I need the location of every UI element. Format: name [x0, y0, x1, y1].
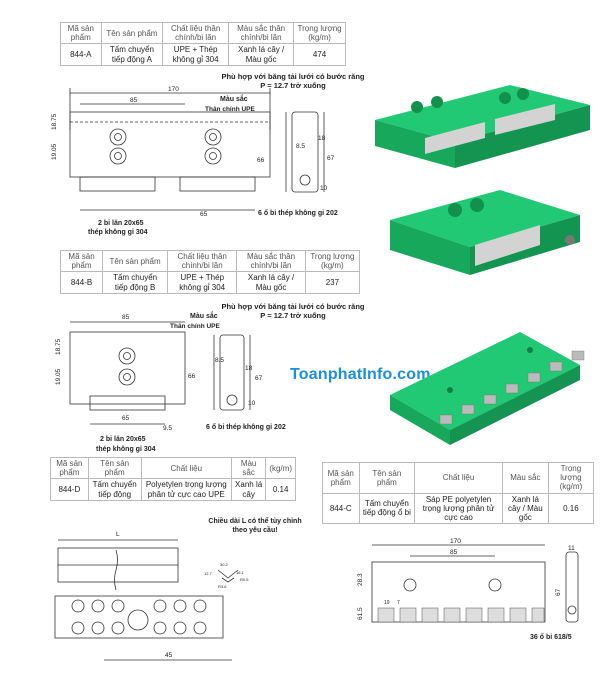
length-text-2: theo yêu cầu! — [232, 526, 278, 534]
table-cell: Xanh lá cây / Màu gốc — [228, 43, 295, 66]
dim-height: 66 — [257, 157, 265, 164]
fit-note-a: Phù hợp với băng tải lưới có bước răng P… — [218, 72, 368, 91]
dim-gap: 9.5 — [163, 425, 172, 432]
dim-h1: 19.05 — [55, 368, 62, 385]
roller-material-a: thép không gỉ 304 — [88, 229, 148, 236]
color-label-b: Màu sắc — [190, 313, 218, 320]
dim-side-h: 67 — [555, 588, 562, 596]
col-header: Trọng lượng (kg/m) — [547, 462, 595, 494]
dim-side-d: 18 — [245, 365, 253, 372]
dim-bottom: 65 — [200, 211, 208, 218]
dim-seg: 19 — [384, 600, 390, 606]
dim-h2: 18.75 — [51, 113, 58, 130]
dim-half: 85 — [130, 97, 138, 104]
table-cell: Xanh lá cây / Màu gốc — [236, 271, 306, 294]
dim-h2: 61.5 — [357, 607, 364, 620]
dim-side-b: 10 — [320, 185, 328, 192]
dim-a: 30.2 — [220, 562, 229, 567]
dim-h2: 18.75 — [55, 338, 62, 355]
table-cell: 237 — [304, 271, 361, 294]
dim-h1: 28.3 — [357, 573, 364, 586]
table-cell: 0.16 — [547, 492, 595, 525]
bearing-caption-c: 36 ổ bi 618/5 — [530, 634, 572, 641]
color-sub-a: Thân chính UPE — [205, 106, 255, 113]
dim-bottom: 45 — [165, 652, 173, 659]
dim-bottom: 65 — [122, 415, 130, 422]
table-cell: Tấm chuyển tiếp động ổ bi — [358, 492, 416, 525]
length-text: Chiều dài L có thể tùy chỉnh — [208, 518, 302, 525]
dim-length: L — [116, 531, 120, 538]
dim-b: 16.1 — [236, 570, 245, 575]
table-cell: UPE + Thép không gỉ 304 — [167, 271, 238, 294]
dim-total: 170 — [168, 86, 179, 93]
dim-side-h: 67 — [255, 375, 263, 382]
table-cell: Xanh lá cây / Màu gốc — [501, 492, 549, 525]
dim-c: R0.5 — [240, 577, 249, 582]
dim-side-w: 8.5 — [296, 143, 305, 150]
dim-side-h: 67 — [327, 155, 335, 162]
dim-total: 170 — [450, 538, 461, 545]
product-photo-844b — [390, 190, 580, 275]
color-label-a: Màu sắc — [220, 96, 248, 103]
color-sub-b: Thân chính UPE — [170, 323, 220, 330]
dim-h1: 19.05 — [51, 143, 58, 160]
dim-side-d: 18 — [318, 135, 326, 142]
table-cell: Polyetylen trọng lượng phân tử cực cao U… — [140, 478, 232, 501]
length-note: Chiều dài L có thể tùy chỉnh theo yêu cầ… — [190, 518, 320, 536]
col-header: Chất liệu — [414, 462, 503, 494]
table-cell: 844-A — [60, 43, 102, 66]
table-cell: 0.14 — [265, 478, 296, 501]
pitch-text: P = 12.7 trở xuống — [260, 81, 326, 91]
table-cell: 844-B — [59, 271, 104, 294]
dim-side-w: 8.5 — [215, 357, 224, 364]
dim-e: R3.6 — [218, 584, 227, 589]
table-cell: Tấm chuyển tiếp động — [87, 478, 142, 501]
dim-half: 85 — [450, 549, 458, 556]
col-header: Trọng lượng (kg/m) — [293, 21, 346, 45]
pitch-text: P = 12.7 trở xuống — [260, 311, 326, 321]
fit-text: Phù hợp với băng tải lưới có bước răng — [221, 72, 365, 81]
table-cell: UPE + Thép không gỉ 304 — [162, 43, 230, 66]
table-cell: Xanh lá cây — [230, 478, 267, 501]
col-header: Tên sản phẩm — [358, 462, 416, 494]
watermark: ToanphatInfo.com — [290, 366, 431, 383]
dim-side-w: 11 — [568, 545, 575, 552]
bearing-label-a: 6 ổ bi thép không gỉ 202 — [258, 210, 338, 217]
spec-table-844c: Mã sản phẩm Tên sản phẩm Chất liệu Màu s… — [322, 462, 595, 525]
roller-material-b: thép không gỉ 304 — [96, 446, 156, 453]
spec-table-844d: Mã sản phẩm Tên sản phẩm Chất liệu Màu s… — [50, 456, 296, 501]
fit-text: Phù hợp với băng tải lưới có bước răng — [221, 302, 365, 311]
dim-total: 85 — [122, 314, 130, 321]
col-header: Mã sản phẩm — [59, 249, 104, 273]
spec-table-844a: Mã sản phẩm Tên sản phẩm Chất liệu thân … — [60, 21, 346, 66]
roller-label-a: 2 bi lăn 20x65 — [98, 220, 144, 227]
table-cell: Sáp PE polyetylen trọng lượng phân tử cự… — [414, 492, 503, 525]
table-cell: 474 — [293, 43, 346, 66]
product-photo-844c — [390, 332, 585, 445]
bearing-label-b: 6 ổ bi thép không gỉ 202 — [206, 424, 286, 431]
spec-table-844b: Mã sản phẩm Tên sản phẩm Chất liệu thân … — [59, 249, 361, 294]
dim-side-b: 10 — [248, 400, 256, 407]
dim-d: 12.7 — [204, 571, 213, 576]
product-photo-844a — [375, 85, 590, 168]
fit-note-b: Phù hợp với băng tải lưới có bước răng P… — [218, 302, 368, 321]
roller-label-b: 2 bi lăn 20x65 — [100, 436, 146, 443]
dim-height: 66 — [188, 373, 196, 380]
dim-gap: 7 — [397, 600, 400, 606]
